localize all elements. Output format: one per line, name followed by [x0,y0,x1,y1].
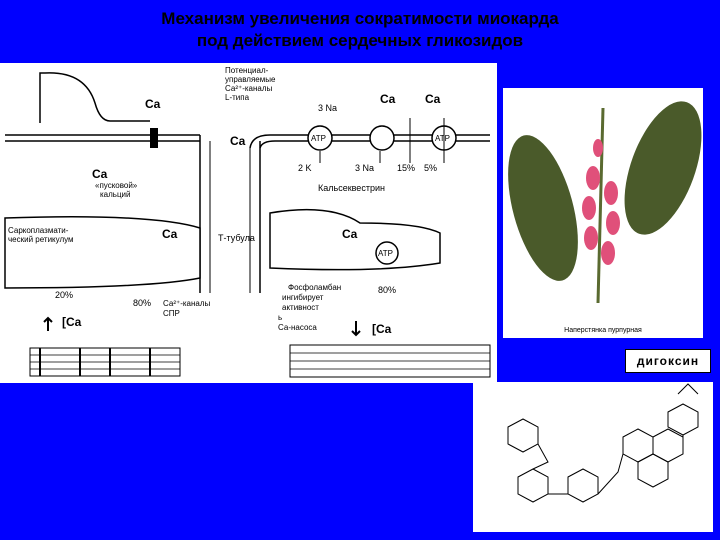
three-na-label: 3 Na [318,103,337,113]
digoxin-structure-svg [473,382,713,532]
action-potential-curve [40,73,150,123]
title-line-1: Механизм увеличения сократимости миокард… [0,8,720,30]
ca-i-right: [Ca [372,322,392,336]
two-k-label: 2 K [298,163,312,173]
sarcomere-right [290,345,490,377]
trigger-ca-line-2: «пусковой» [95,181,138,190]
potential-channel-line-4: L-типа [225,93,250,102]
ca-sr-right-label: Ca [342,227,358,241]
title-line-2: под действием сердечных гликозидов [0,30,720,52]
percent-80: 80% [133,298,151,308]
atp-label-1: ATP [311,134,326,143]
mechanism-diagram: ATP ATP ATP Потенциал- управляемые Са²⁺-… [0,63,497,383]
phospholamban-line-4: ь [278,313,282,322]
digoxin-structure [473,382,713,532]
percent-15: 15% [397,163,415,173]
percent-80-right: 80% [378,285,396,295]
ca-sr-label: Ca [162,227,178,241]
l-type-channel [150,128,158,148]
plant-caption: Наперстянка пурпурная [503,327,703,334]
atp-label-3: ATP [378,249,393,258]
phospholamban-line-3: активност [282,303,319,312]
potential-channel-line-3: Са²⁺-каналы [225,84,273,93]
sr-label-line-1: Саркоплазмати- [8,226,69,235]
phospholamban-line-2: ингибирует [282,293,324,302]
leaf-right [609,91,703,244]
na-ca-exchanger [370,126,394,150]
potential-channel-line-1: Потенциал- [225,66,269,75]
ca-mid-label: Ca [230,134,246,148]
slide-title: Механизм увеличения сократимости миокард… [0,8,720,52]
mechanism-svg: ATP ATP ATP Потенциал- управляемые Са²⁺-… [0,63,497,383]
ca-right-label-1: Ca [380,92,396,106]
t-tubule-label: Т-тубула [218,233,255,243]
percent-5: 5% [424,163,437,173]
digoxin-label: дигоксин [625,349,711,373]
calsequestrin-label: Кальсеквестрин [318,183,385,193]
leaf-left [503,128,591,288]
foxglove-illustration: Наперстянка пурпурная [503,88,703,338]
ca-i-left: [Ca [62,315,82,329]
sr-channels-line-1: Са²⁺-каналы [163,299,211,308]
potential-channel-line-2: управляемые [225,75,276,84]
sarcomere-left [30,348,180,376]
t-tubule-inner [210,141,250,293]
trigger-ca-label: Ca [92,167,108,181]
atp-label-2: ATP [435,134,450,143]
sr-channels-line-2: СПР [163,309,180,318]
ca-right-label-2: Ca [425,92,441,106]
sr-label-line-2: ческий ретикулум [8,235,74,244]
ca-top-label: Ca [145,97,161,111]
arrow-up-icon [44,318,52,331]
trigger-ca-line-3: кальций [100,190,130,199]
percent-20: 20% [55,290,73,300]
arrow-down-icon [352,321,360,335]
phospholamban-line-5: Са-насоса [278,323,317,332]
phospholamban-line-1: Фосфоламбан [288,283,341,292]
stem [598,108,603,303]
foxglove-svg [503,88,703,323]
three-na-label-2: 3 Na [355,163,374,173]
